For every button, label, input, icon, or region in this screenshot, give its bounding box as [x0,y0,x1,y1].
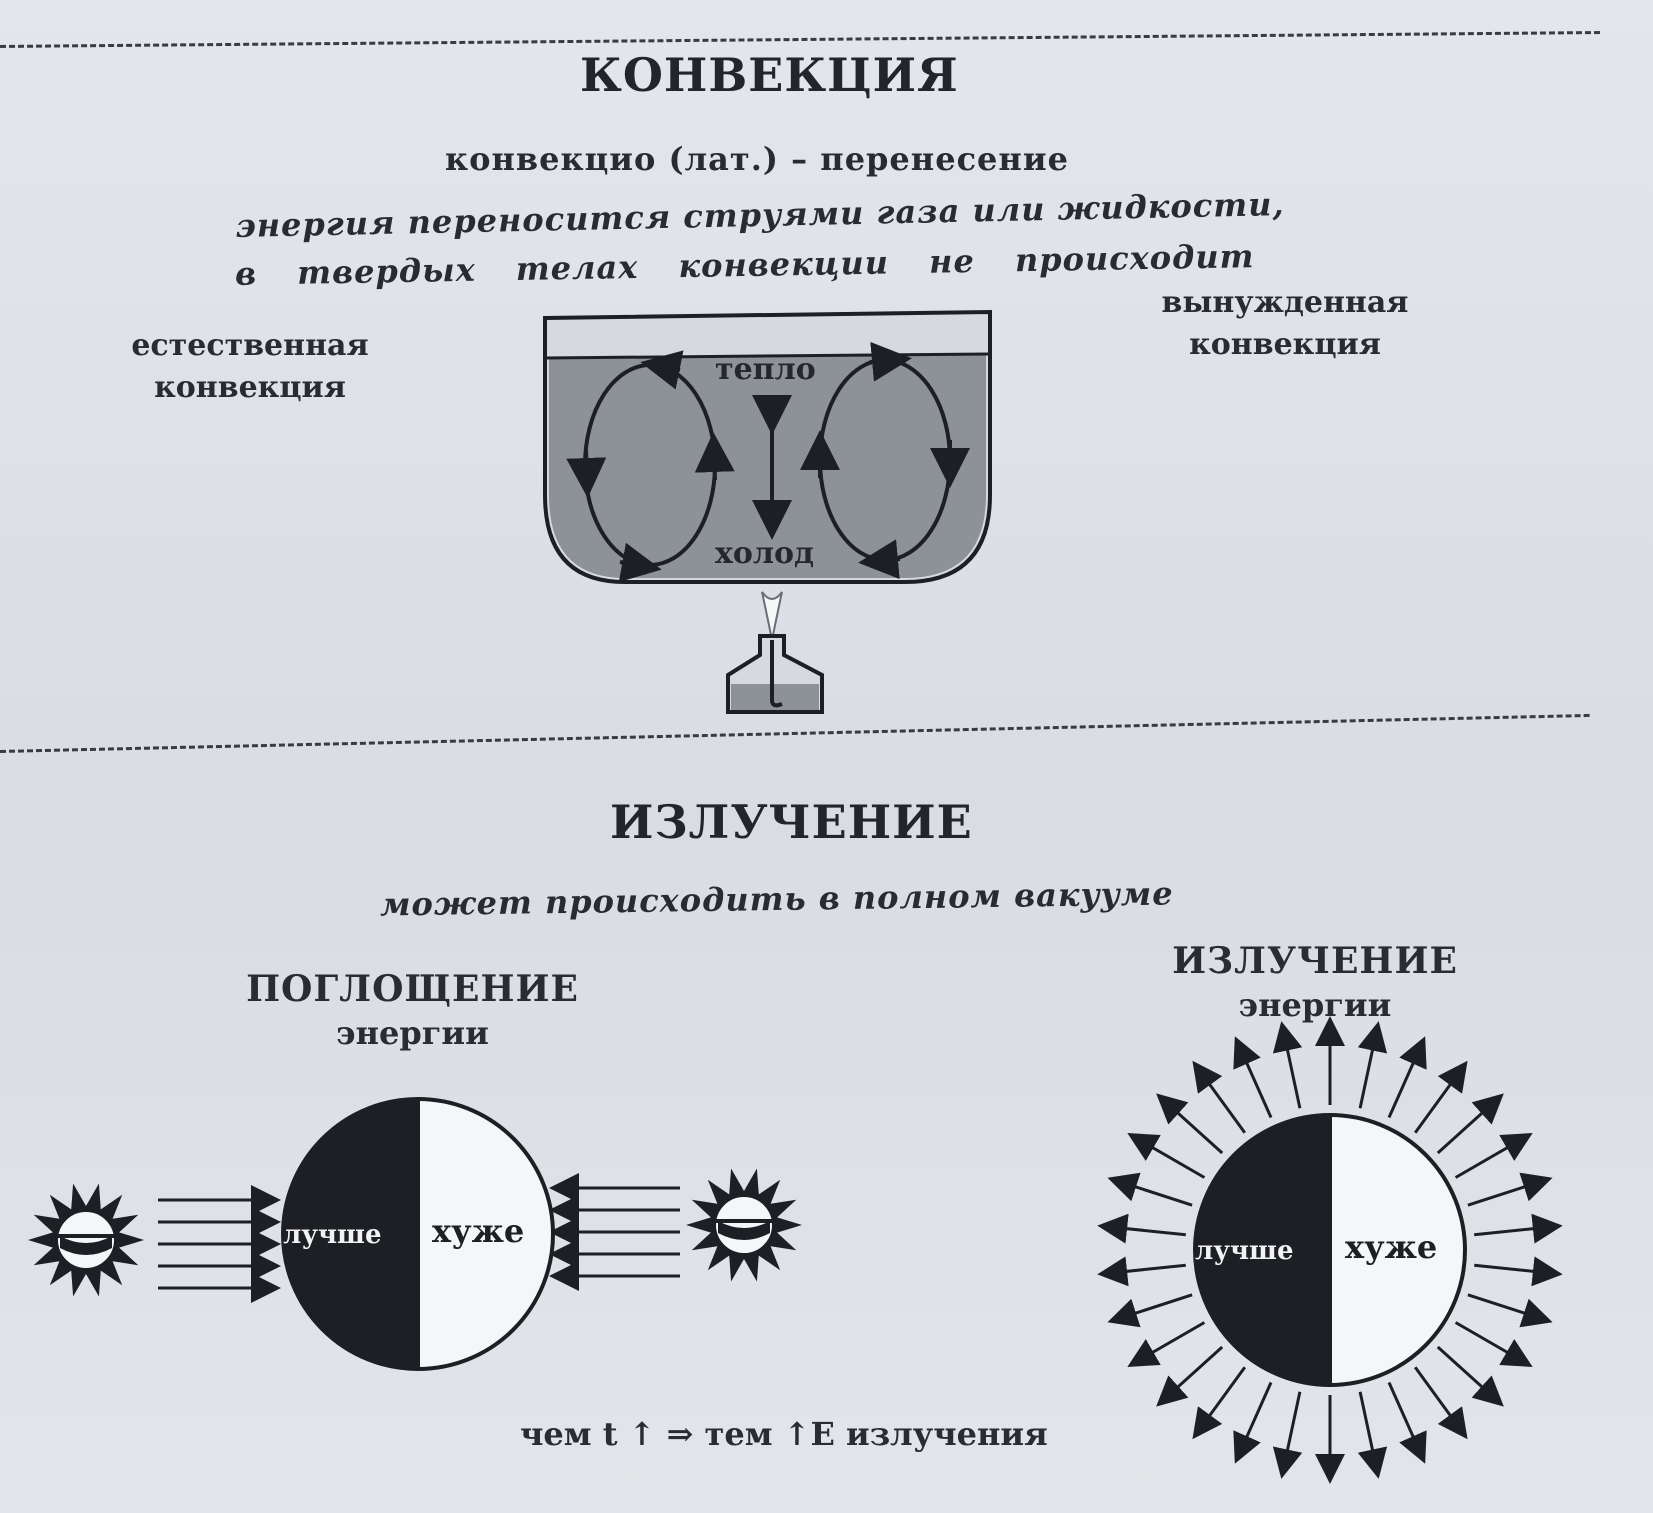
burner-flame [761,591,783,641]
emission-ray [1097,1256,1186,1287]
emitting-worse-label: хуже [1345,1228,1438,1266]
emission-ray [1467,1293,1553,1328]
natural-convection-line2: конвекция [154,370,346,405]
natural-convection-line1: естественная [131,328,369,363]
emission-ray [1436,1093,1504,1155]
absorbing-sphere [281,1097,555,1371]
emission-ray [1474,1256,1563,1287]
emitting-sphere [1193,1113,1467,1387]
natural-convection-label: естественная конвекция [110,325,390,409]
incoming-rays-left [158,1185,281,1303]
spirit-lamp-wick [770,640,783,708]
liquid-surface [544,352,991,360]
absorption-line1: ПОГЛОЩЕНИЕ [246,968,579,1010]
emission-ray [1413,1060,1468,1134]
radiation-title: ИЗЛУЧЕНИЕ [610,795,973,849]
emission-rays [1097,1016,1563,1484]
emission-heading: ИЗЛУЧЕНИЕ энергии [1160,940,1470,1024]
emission-ray [1156,1093,1224,1155]
emission-ray [1156,1345,1224,1407]
convection-title: КОНВЕКЦИЯ [580,48,959,102]
right-sun-icon [686,1168,802,1282]
emission-ray [1474,1213,1563,1244]
convection-etymology: конвекцио (лат.) – перенесение [445,140,1069,178]
emission-ray [1107,1172,1193,1207]
absorption-heading: ПОГЛОЩЕНИЕ энергии [240,968,585,1052]
emission-ray [1413,1366,1468,1440]
left-loop-arrow-bottom [618,542,662,583]
cold-label: холод [715,536,815,571]
emission-ray [1127,1321,1206,1367]
forced-convection-label: вынужденная конвекция [1120,282,1450,366]
emission-ray [1107,1293,1193,1328]
left-loop-arrow-top [640,350,684,390]
emission-ray [1436,1345,1504,1407]
absorbing-better-label: лучше [283,1220,382,1250]
emission-ray [1357,1021,1388,1109]
left-loop-arrow-left [566,449,607,498]
right-loop-arrow-top [869,341,912,382]
emission-line1: ИЗЛУЧЕНИЕ [1172,940,1458,982]
emission-ray [1127,1133,1206,1179]
emitting-better-label: лучше [1195,1236,1294,1266]
forced-convection-line2: конвекция [1189,327,1381,362]
emission-ray [1097,1213,1186,1244]
right-loop-arrow-bottom [858,539,901,580]
left-sun-icon [28,1183,144,1297]
emission-ray [1387,1381,1427,1464]
emission-ray [1387,1036,1427,1119]
left-loop-arrow-right [694,432,735,481]
emission-ray [1454,1321,1533,1367]
emission-ray [1467,1172,1553,1207]
emission-ray [1233,1036,1273,1119]
radiation-formula: чем t ↑ ⇒ тем ↑E излучения [520,1415,1048,1453]
absorbing-worse-label: хуже [432,1212,525,1250]
absorption-line2: энергии [336,1014,489,1052]
warm-label: тепло [715,352,816,387]
emission-ray [1272,1021,1303,1109]
forced-convection-line1: вынужденная [1161,285,1409,320]
emission-ray [1192,1060,1247,1134]
incoming-rays-right [549,1173,680,1291]
emission-ray [1192,1366,1247,1440]
emission-ray [1233,1381,1273,1464]
emission-ray [1272,1391,1303,1479]
emission-ray [1454,1133,1533,1179]
emission-ray [1357,1391,1388,1479]
